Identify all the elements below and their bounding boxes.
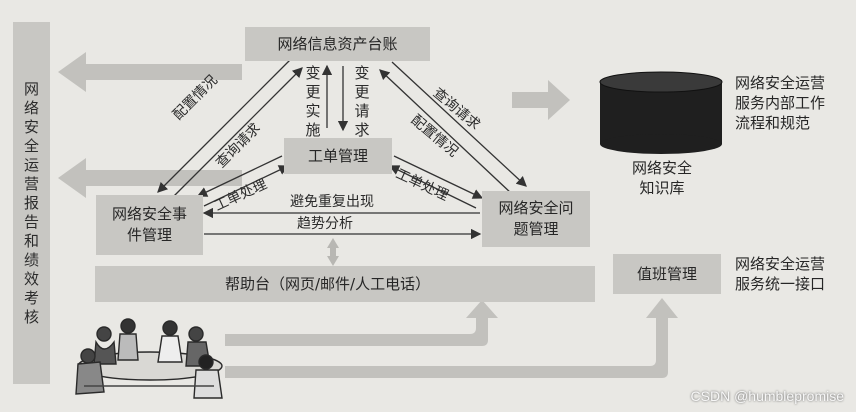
change-impl-label: 变更实施	[305, 64, 321, 139]
problem-management-label: 网络安全问题管理	[498, 199, 574, 238]
problem-management-box: 网络安全问题管理	[482, 191, 590, 247]
arrow-query-left	[171, 67, 303, 199]
helpdesk-label: 帮助台（网页/邮件/人工电话）	[225, 274, 431, 293]
database-icon	[599, 71, 723, 154]
workflow-spec-note: 网络安全运营服务内部工作流程和规范	[735, 74, 826, 132]
asset-ledger-box: 网络信息资产台账	[245, 27, 430, 61]
arrow-ticket-left-1	[196, 155, 283, 197]
ticket-management-box: 工单管理	[284, 138, 392, 174]
avoid-duplicate-label: 避免重复出现	[290, 194, 374, 210]
event-management-box: 网络安全事件管理	[96, 195, 203, 255]
arrow-ticket-right-2	[388, 165, 477, 209]
change-request-label: 变更请求	[354, 64, 370, 139]
unified-interface-note: 网络安全运营服务统一接口	[735, 255, 826, 293]
event-management-label: 网络安全事件管理	[111, 205, 187, 244]
arrow-ticket-left-2	[203, 165, 290, 207]
knowledge-base-label: 网络安全知识库	[631, 159, 692, 197]
big-arrow-to-report-top	[58, 52, 242, 92]
duty-management-box: 值班管理	[613, 254, 721, 294]
users-meeting-illustration	[75, 318, 223, 399]
arrow-query-right	[391, 61, 527, 187]
big-arrow-helpdesk-to-users	[225, 300, 498, 346]
arrow-ticket-right-1	[393, 155, 484, 199]
report-performance-bar: 网络安全运营报告和绩效考核	[13, 22, 50, 384]
watermark: CSDN @humblepromise	[690, 388, 844, 404]
duty-management-label: 值班管理	[636, 264, 697, 283]
helpdesk-bar: 帮助台（网页/邮件/人工电话）	[95, 266, 595, 302]
trend-analysis-label: 趋势分析	[297, 216, 353, 232]
ticket-management-label: 工单管理	[307, 146, 368, 165]
big-arrow-duty-to-users	[225, 298, 678, 378]
asset-ledger-label: 网络信息资产台账	[277, 34, 398, 53]
report-performance-text: 网络安全运营报告和绩效考核	[23, 80, 39, 326]
big-arrow-to-report-bottom	[58, 158, 242, 198]
big-arrow-helpdesk-link	[327, 238, 339, 266]
big-arrow-to-knowledge-base	[512, 80, 570, 120]
arrow-config-left	[157, 59, 291, 193]
arrow-config-right	[379, 69, 513, 195]
